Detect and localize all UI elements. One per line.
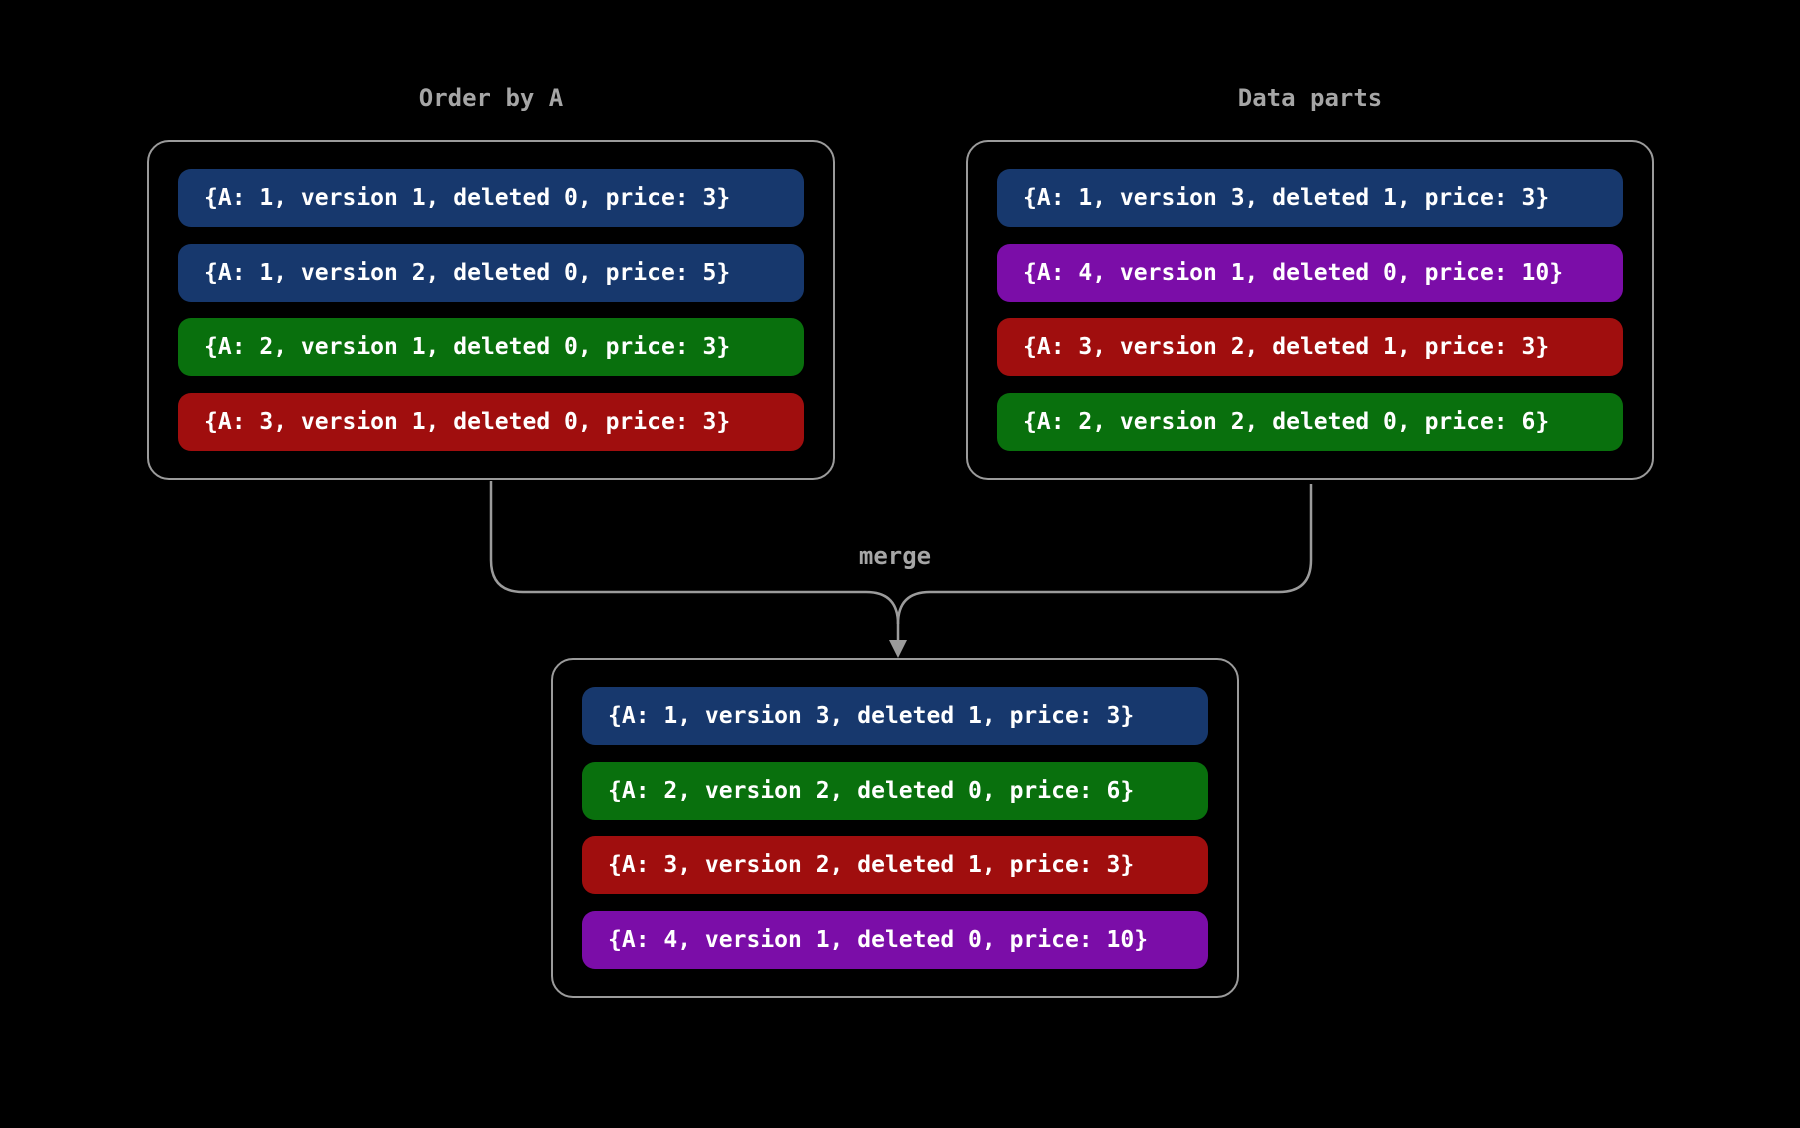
data-row: {A: 4, version 1, deleted 0, price: 10}: [997, 243, 1623, 302]
data-row: {A: 3, version 2, deleted 1, price: 3}: [997, 318, 1623, 377]
left-box-title: Order by A: [418, 84, 564, 112]
data-row: {A: 3, version 2, deleted 1, price: 3}: [582, 836, 1208, 895]
data-row: {A: 2, version 2, deleted 0, price: 6}: [582, 761, 1208, 820]
data-row: {A: 3, version 1, deleted 0, price: 3}: [178, 392, 804, 451]
data-row: {A: 1, version 3, deleted 1, price: 3}: [997, 169, 1623, 227]
right-box-title: Data parts: [1237, 84, 1383, 112]
data-row: {A: 1, version 2, deleted 0, price: 5}: [178, 243, 804, 302]
data-row: {A: 4, version 1, deleted 0, price: 10}: [582, 910, 1208, 969]
merge-label: merge: [858, 542, 932, 570]
arrow-down-icon: [889, 640, 907, 658]
data-row: {A: 2, version 1, deleted 0, price: 3}: [178, 318, 804, 377]
merged-result-box: {A: 1, version 3, deleted 1, price: 3} {…: [551, 658, 1239, 998]
data-row: {A: 1, version 1, deleted 0, price: 3}: [178, 169, 804, 227]
data-parts-box: {A: 1, version 3, deleted 1, price: 3} {…: [966, 140, 1654, 480]
data-row: {A: 2, version 2, deleted 0, price: 6}: [997, 392, 1623, 451]
order-by-a-box: {A: 1, version 1, deleted 0, price: 3} {…: [147, 140, 835, 480]
data-row: {A: 1, version 3, deleted 1, price: 3}: [582, 687, 1208, 745]
